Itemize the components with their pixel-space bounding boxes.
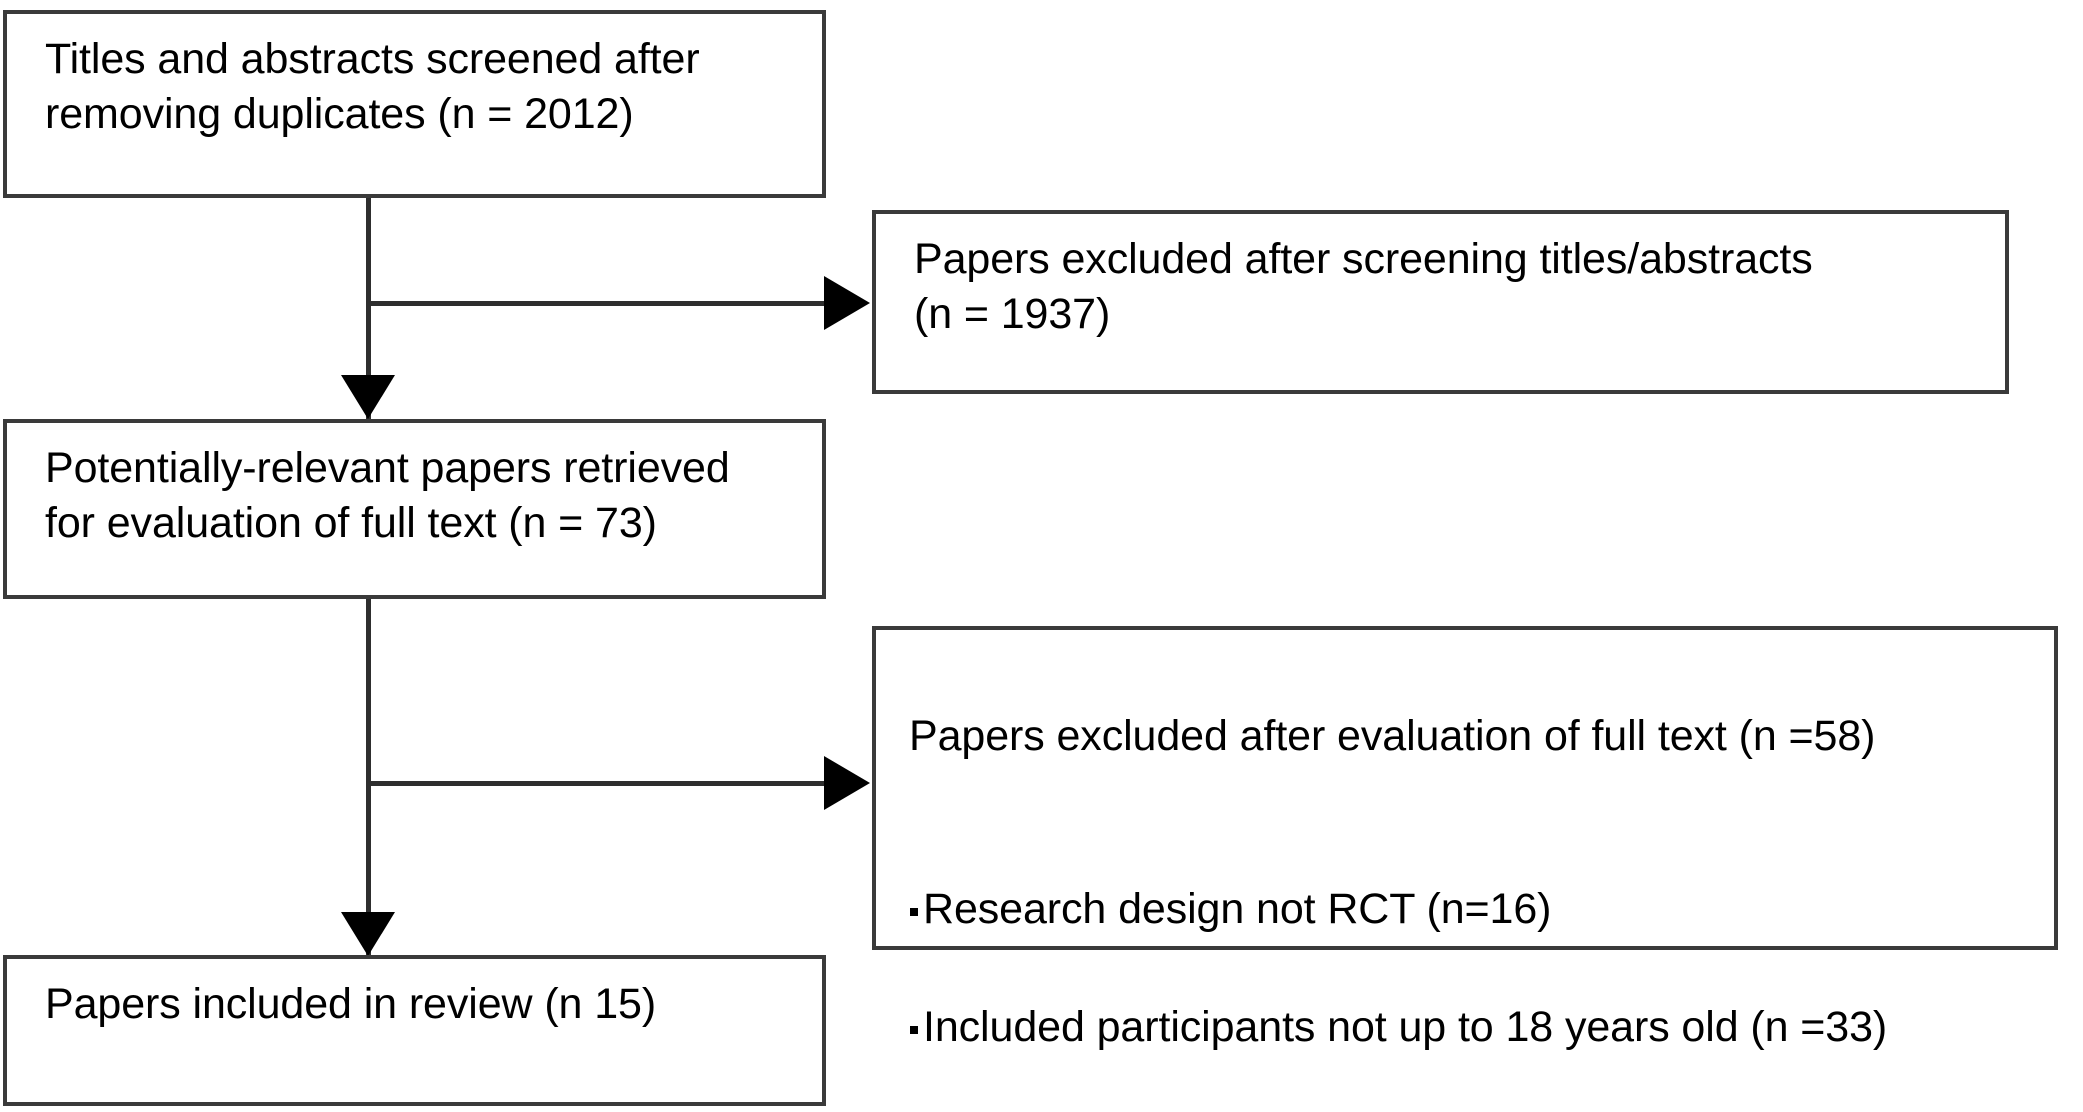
exclusion-reason-label: Included participants not up to 18 years… (923, 1003, 1888, 1051)
exclusion-reason-list: Research design not RCT (n=16) Included … (909, 823, 2044, 1112)
connector-screened-to-excluded-line (366, 301, 826, 306)
box-titles-abstracts-screened-text: Titles and abstracts screened after remo… (45, 35, 700, 138)
box-papers-included-in-review: Papers included in review (n 15) (3, 955, 826, 1106)
connector-retrieved-to-excluded-full-arrowhead-icon (824, 756, 870, 810)
connector-retrieved-to-excluded-full-line (366, 781, 826, 786)
box-excluded-after-screening-text: Papers excluded after screening titles/a… (914, 235, 1813, 338)
box-excluded-after-screening: Papers excluded after screening titles/a… (872, 210, 2009, 394)
connector-screened-to-excluded-arrowhead-icon (824, 276, 870, 330)
list-item: Included participants not up to 18 years… (909, 996, 2044, 1059)
list-item: Research design not RCT (n=16) (909, 878, 2044, 941)
box-papers-included-in-review-text: Papers included in review (n 15) (45, 980, 657, 1028)
box-potentially-relevant-retrieved: Potentially-relevant papers retrieved fo… (3, 419, 826, 599)
box-potentially-relevant-retrieved-text: Potentially-relevant papers retrieved fo… (45, 444, 730, 547)
bullet-square-icon (910, 908, 918, 916)
bullet-square-icon (910, 1026, 918, 1034)
connector-retrieved-to-included-line (366, 599, 371, 959)
connector-screened-to-retrieved-line (366, 198, 371, 428)
connector-retrieved-to-included-arrowhead-icon (341, 912, 395, 956)
box-titles-abstracts-screened: Titles and abstracts screened after remo… (3, 10, 826, 198)
box-excluded-after-full-text-header: Papers excluded after evaluation of full… (909, 712, 1876, 760)
box-excluded-after-full-text-body: Papers excluded after evaluation of full… (909, 650, 2044, 1112)
connector-screened-to-retrieved-arrowhead-icon (341, 375, 395, 419)
box-excluded-after-full-text: Papers excluded after evaluation of full… (872, 626, 2058, 1051)
exclusion-reason-label: Research design not RCT (n=16) (923, 885, 1552, 933)
